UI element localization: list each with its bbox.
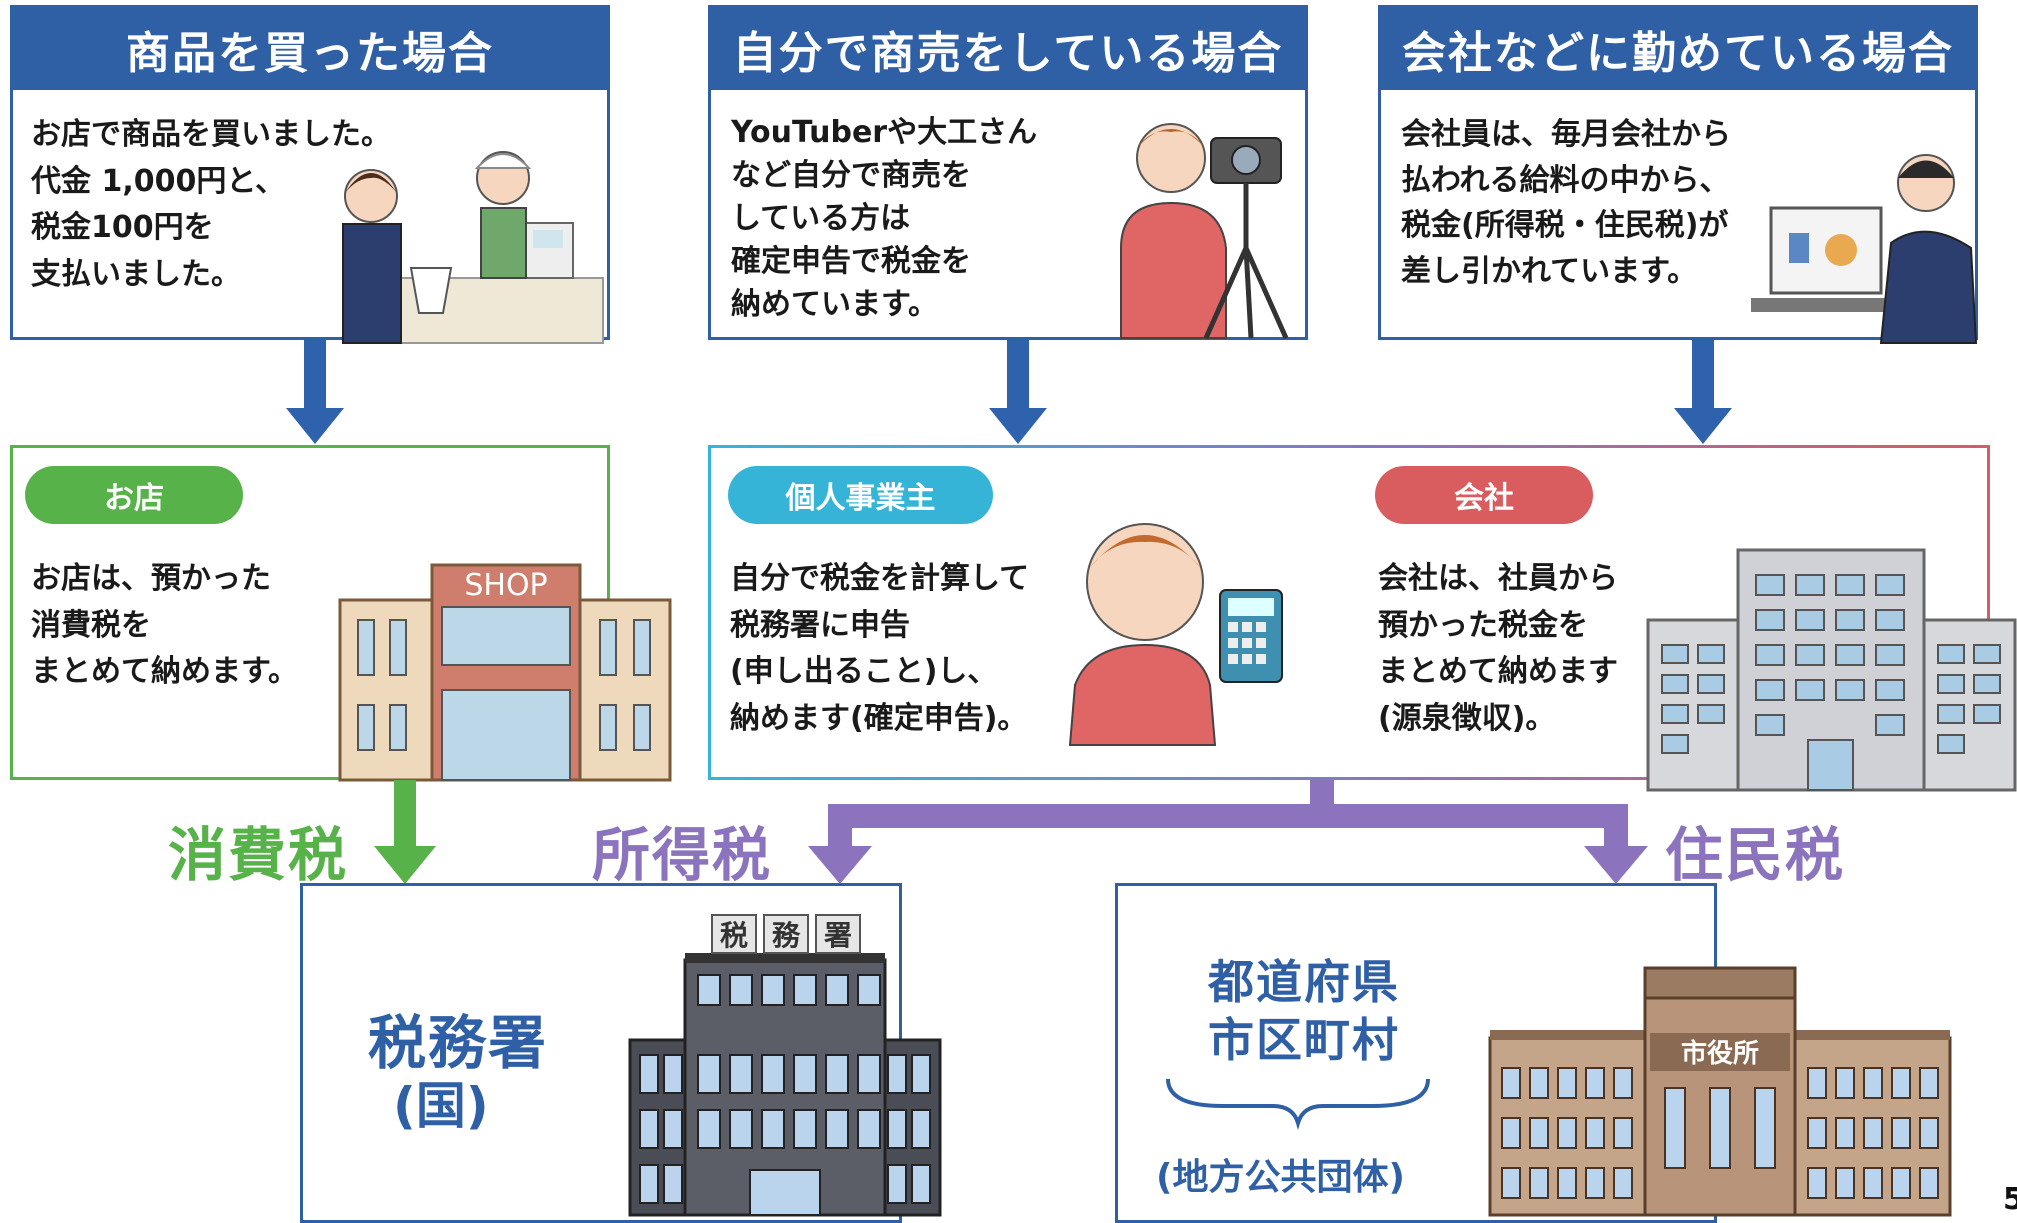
arrow-down-icon [1674,340,1732,444]
shop-text: お店は、預かった 消費税を まとめて納めます。 [31,561,298,689]
sole-proprietor-tag: 個人事業主 [728,466,993,524]
local-government-sub: (地方公共団体) [1156,1157,1405,1198]
resident-tax-label: 住民税 [1665,821,1846,889]
self-employed-case-text: YouTuberや大工さん など自分で商売を している方は 確定申告で税金を 納… [731,115,1038,322]
tax-office-sign-char: 署 [824,919,852,952]
tax-office-sub: (国) [393,1077,489,1135]
employee-case-panel: 会社などに勤めている場合 会社員は、毎月会社から 払われる給料の中から、 税金(… [1378,5,1978,344]
income-resident-tax-arrows [808,780,1648,884]
tax-office-building-illustration: 税 務 署 [628,914,942,1217]
city-hall-building-illustration: 市役所 [1488,966,1952,1217]
shopping-illustration [342,151,604,344]
company-tag: 会社 [1375,466,1593,524]
tax-office-sign-char: 税 [720,919,748,952]
tax-office-sign-char: 務 [772,919,801,952]
employee-case-text: 会社員は、毎月会社から 払われる給料の中から、 税金(所得税・住民税)が 差し引… [1401,117,1731,289]
calculator-person-illustration [1068,523,1283,746]
city-hall-sign: 市役所 [1681,1038,1759,1069]
arrow-down-icon [989,340,1047,444]
arrow-down-icon [286,340,344,444]
curly-brace-icon [1166,1078,1430,1131]
employee-case-title: 会社などに勤めている場合 [1381,8,1975,90]
tax-office-name: 税務署 [368,1009,549,1077]
shop-sign: SHOP [464,568,547,603]
sole-proprietor-text: 自分で税金を計算して 税務署に申告 (申し出ること)し、 納めます(確定申告)。 [730,561,1030,736]
youtuber-camera-illustration [1120,123,1289,340]
municipality-label: 市区町村 [1208,1013,1400,1067]
self-employed-case-panel: 自分で商売をしている場合 YouTuberや大工さん など自分で商売を している… [708,5,1308,340]
company-building-illustration [1646,548,2017,792]
office-worker-illustration [1751,154,1978,344]
consumption-tax-arrow [374,780,436,884]
purchase-case-panel: 商品を買った場合 お店で商品を買いました。 代金 1,000円と、 税金100円… [10,5,610,344]
prefecture-label: 都道府県 [1208,955,1400,1009]
company-text: 会社は、社員から 預かった税金を まとめて納めます (源泉徴収)。 [1378,561,1618,736]
shop-building-illustration: SHOP [338,563,672,782]
purchase-case-text: お店で商品を買いました。 代金 1,000円と、 税金100円を 支払いました。 [31,117,391,292]
purchase-case-title: 商品を買った場合 [13,8,607,90]
income-tax-label: 所得税 [592,821,773,889]
shop-tag: お店 [25,466,243,524]
page-number: 5 [2003,1182,2017,1217]
self-employed-case-title: 自分で商売をしている場合 [711,8,1305,90]
consumption-tax-label: 消費税 [168,821,349,889]
